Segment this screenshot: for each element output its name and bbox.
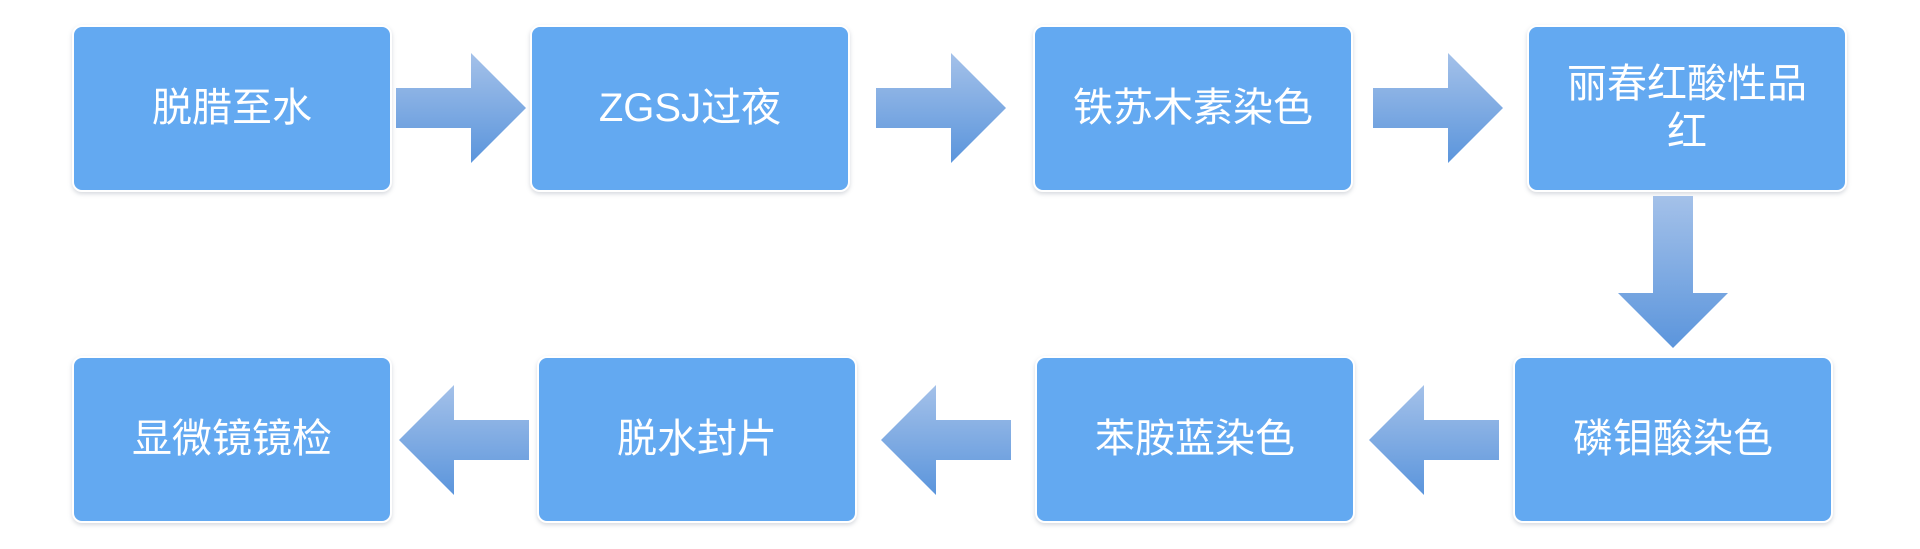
flow-step-1: 脱腊至水 bbox=[72, 25, 392, 192]
arrow-left-icon bbox=[881, 385, 1011, 495]
flow-step-6: 苯胺蓝染色 bbox=[1035, 356, 1355, 523]
arrow-right-icon bbox=[876, 53, 1006, 163]
flow-step-4: 丽春红酸性品红 bbox=[1527, 25, 1847, 192]
flow-step-5: 磷钼酸染色 bbox=[1513, 356, 1833, 523]
flow-step-7: 脱水封片 bbox=[537, 356, 857, 523]
flow-step-3: 铁苏木素染色 bbox=[1033, 25, 1353, 192]
flow-step-8: 显微镜镜检 bbox=[72, 356, 392, 523]
arrow-right-icon bbox=[1373, 53, 1503, 163]
arrow-right-icon bbox=[396, 53, 526, 163]
arrow-left-icon bbox=[1369, 385, 1499, 495]
flow-step-2: ZGSJ过夜 bbox=[530, 25, 850, 192]
arrow-down-icon bbox=[1618, 196, 1728, 348]
arrow-left-icon bbox=[399, 385, 529, 495]
